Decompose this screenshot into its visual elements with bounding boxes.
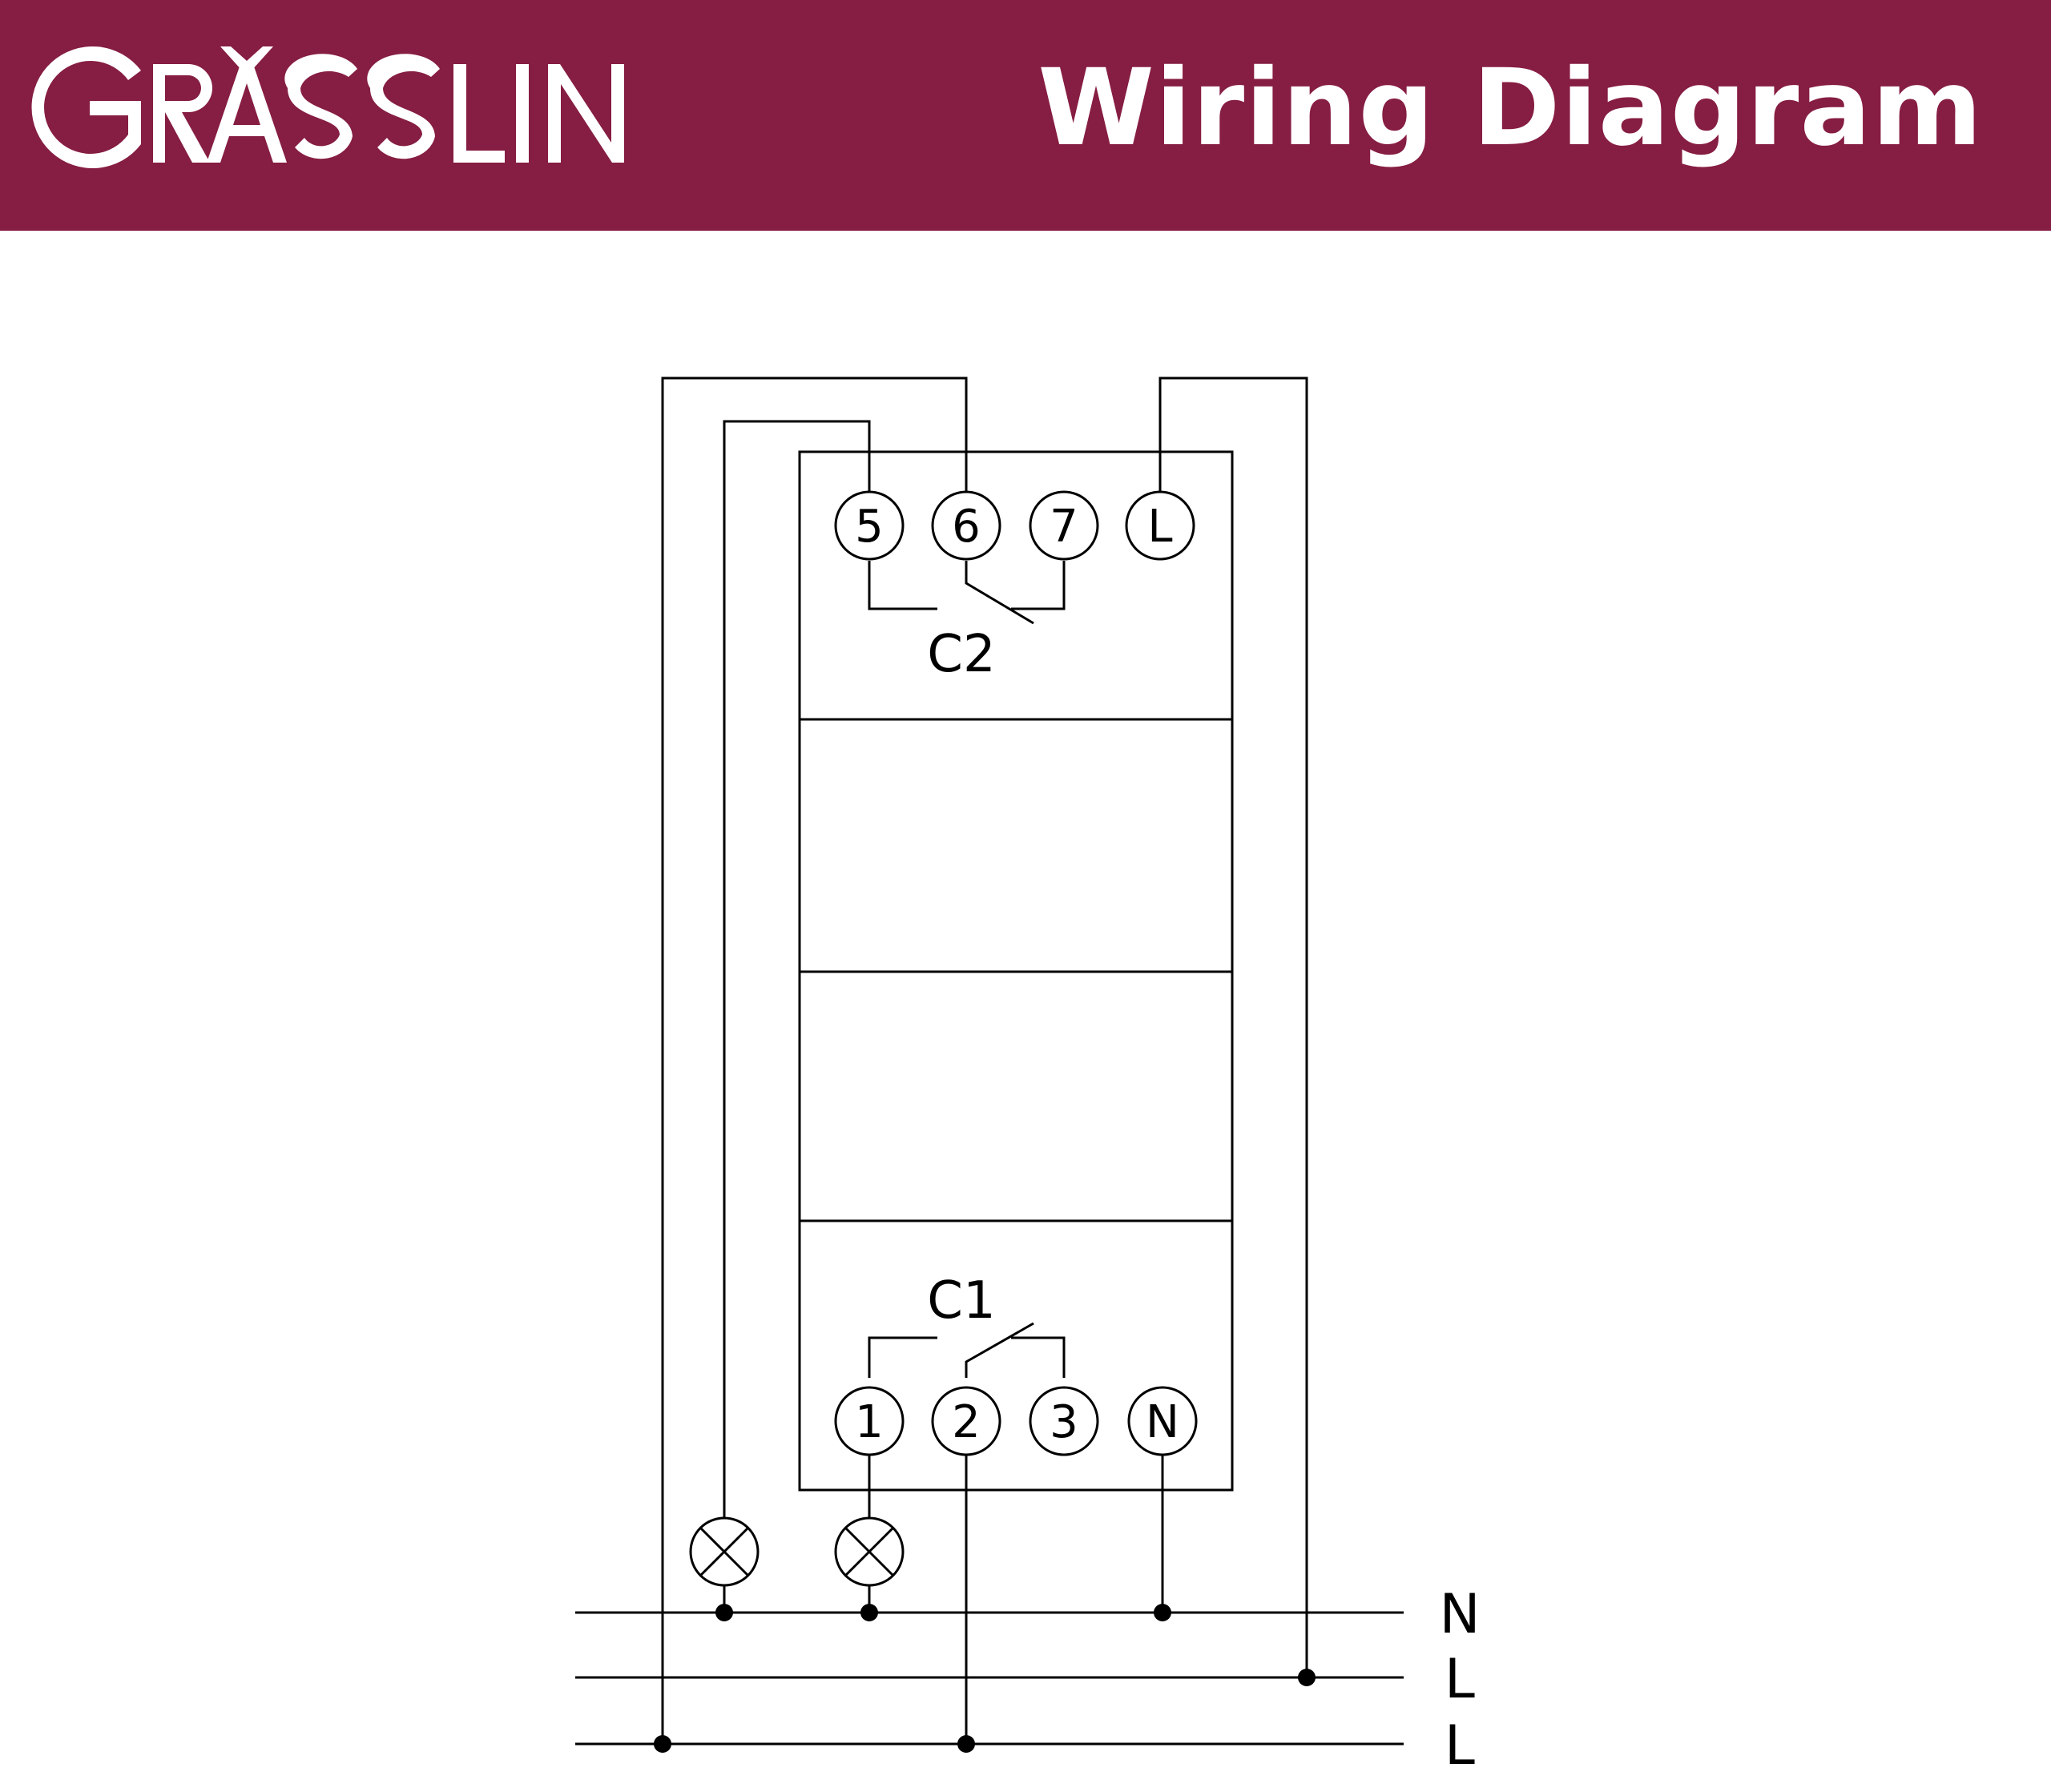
contact-c1-label: C1 — [927, 1271, 995, 1331]
contact-c2-switch — [965, 561, 1034, 625]
bus-label-n: N — [1440, 1583, 1481, 1646]
lamp-icon — [689, 1516, 760, 1587]
contact-c2-label: C2 — [927, 625, 995, 684]
wire-terminal-5-to-lamp — [723, 420, 871, 1518]
bus-label-l: L — [1445, 1714, 1475, 1778]
brand-logo — [31, 46, 624, 168]
junction-node — [1298, 1669, 1316, 1686]
terminal-label: N — [1146, 1396, 1179, 1448]
junction-node — [860, 1604, 878, 1621]
header-background — [0, 0, 2051, 231]
terminal-label: 1 — [855, 1396, 884, 1448]
terminal-label: 5 — [855, 501, 884, 553]
lamp-icon — [834, 1516, 905, 1587]
terminal-7: 7 — [1029, 490, 1099, 561]
terminal-5: 5 — [834, 490, 905, 561]
terminal-2: 2 — [931, 1386, 1001, 1456]
contact-c2-nc-wire — [868, 561, 937, 610]
bus-label-l: L — [1445, 1648, 1475, 1711]
junction-node — [1154, 1604, 1171, 1621]
terminal-label: 2 — [952, 1396, 981, 1448]
terminal-label: 6 — [952, 501, 981, 553]
terminal-N: N — [1127, 1386, 1198, 1456]
terminal-label: 3 — [1050, 1396, 1078, 1448]
header-bar: Wiring Diagram — [0, 0, 2051, 231]
junction-node — [715, 1604, 733, 1621]
page-title: Wiring Diagram — [1038, 46, 1983, 170]
terminal-1: 1 — [834, 1386, 905, 1456]
terminal-3: 3 — [1029, 1386, 1099, 1456]
contact-c2-no-wire — [1011, 561, 1066, 610]
terminal-label: 7 — [1050, 501, 1078, 553]
terminal-L: L — [1125, 490, 1195, 561]
terminal-label: L — [1147, 501, 1172, 553]
junction-node — [957, 1735, 975, 1753]
wire-terminal-L-to-line — [1158, 377, 1308, 1677]
wire-line-to-terminal-6 — [661, 377, 968, 1744]
contact-c1-wire — [1011, 1336, 1066, 1378]
terminal-6: 6 — [931, 490, 1001, 561]
contact-c1-wire — [868, 1336, 937, 1378]
contact-c1-switch — [965, 1322, 1034, 1378]
junction-node — [654, 1735, 671, 1753]
